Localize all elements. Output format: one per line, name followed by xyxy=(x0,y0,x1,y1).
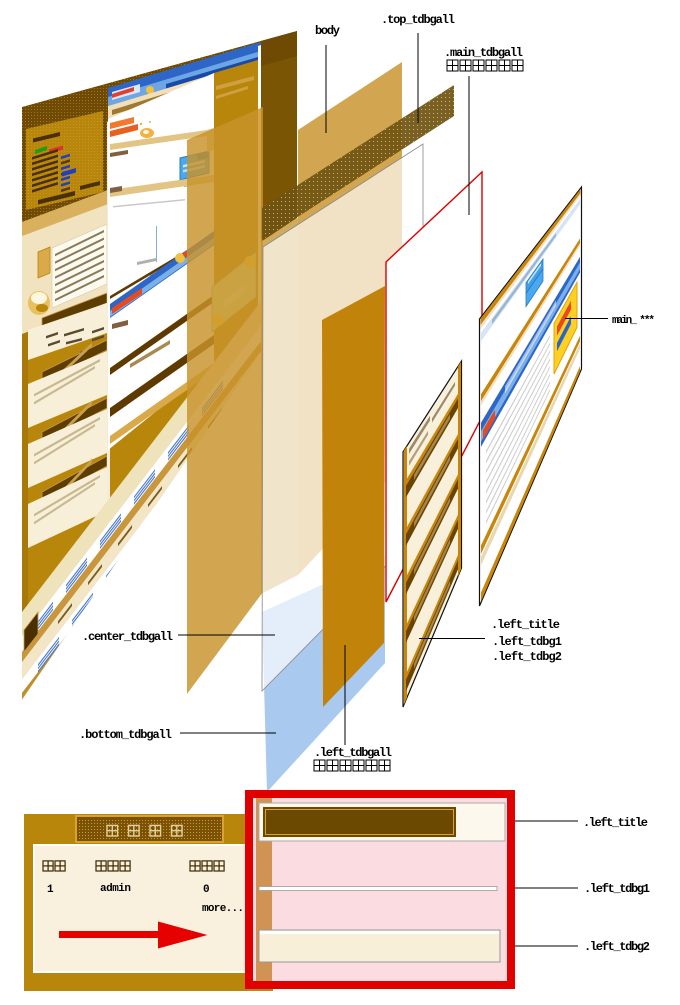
svg-text:.left_tdbgall: .left_tdbgall xyxy=(314,746,392,760)
svg-text:.left_tdbg2: .left_tdbg2 xyxy=(492,650,562,664)
svg-text:.left_title: .left_title xyxy=(491,618,560,632)
svg-text:.bottom_tdbgall: .bottom_tdbgall xyxy=(79,728,172,742)
svg-text:1: 1 xyxy=(47,884,54,896)
svg-text:0: 0 xyxy=(203,884,210,896)
svg-text:.top_tdbgall: .top_tdbgall xyxy=(381,13,455,27)
svg-text:.center_tdbgall: .center_tdbgall xyxy=(82,630,173,644)
svg-text:.left_tdbg1: .left_tdbg1 xyxy=(492,635,562,649)
svg-text:main_ ***: main_ *** xyxy=(612,315,655,327)
svg-text:.left_title: .left_title xyxy=(583,816,648,830)
svg-text:body: body xyxy=(315,24,340,38)
svg-text:.left_tdbg1: .left_tdbg1 xyxy=(584,882,650,896)
svg-text:.main_tdbgall: .main_tdbgall xyxy=(444,46,523,60)
svg-text:more...: more... xyxy=(202,903,244,915)
svg-text:.left_tdbg2: .left_tdbg2 xyxy=(584,940,650,954)
svg-text:admin: admin xyxy=(100,883,131,895)
